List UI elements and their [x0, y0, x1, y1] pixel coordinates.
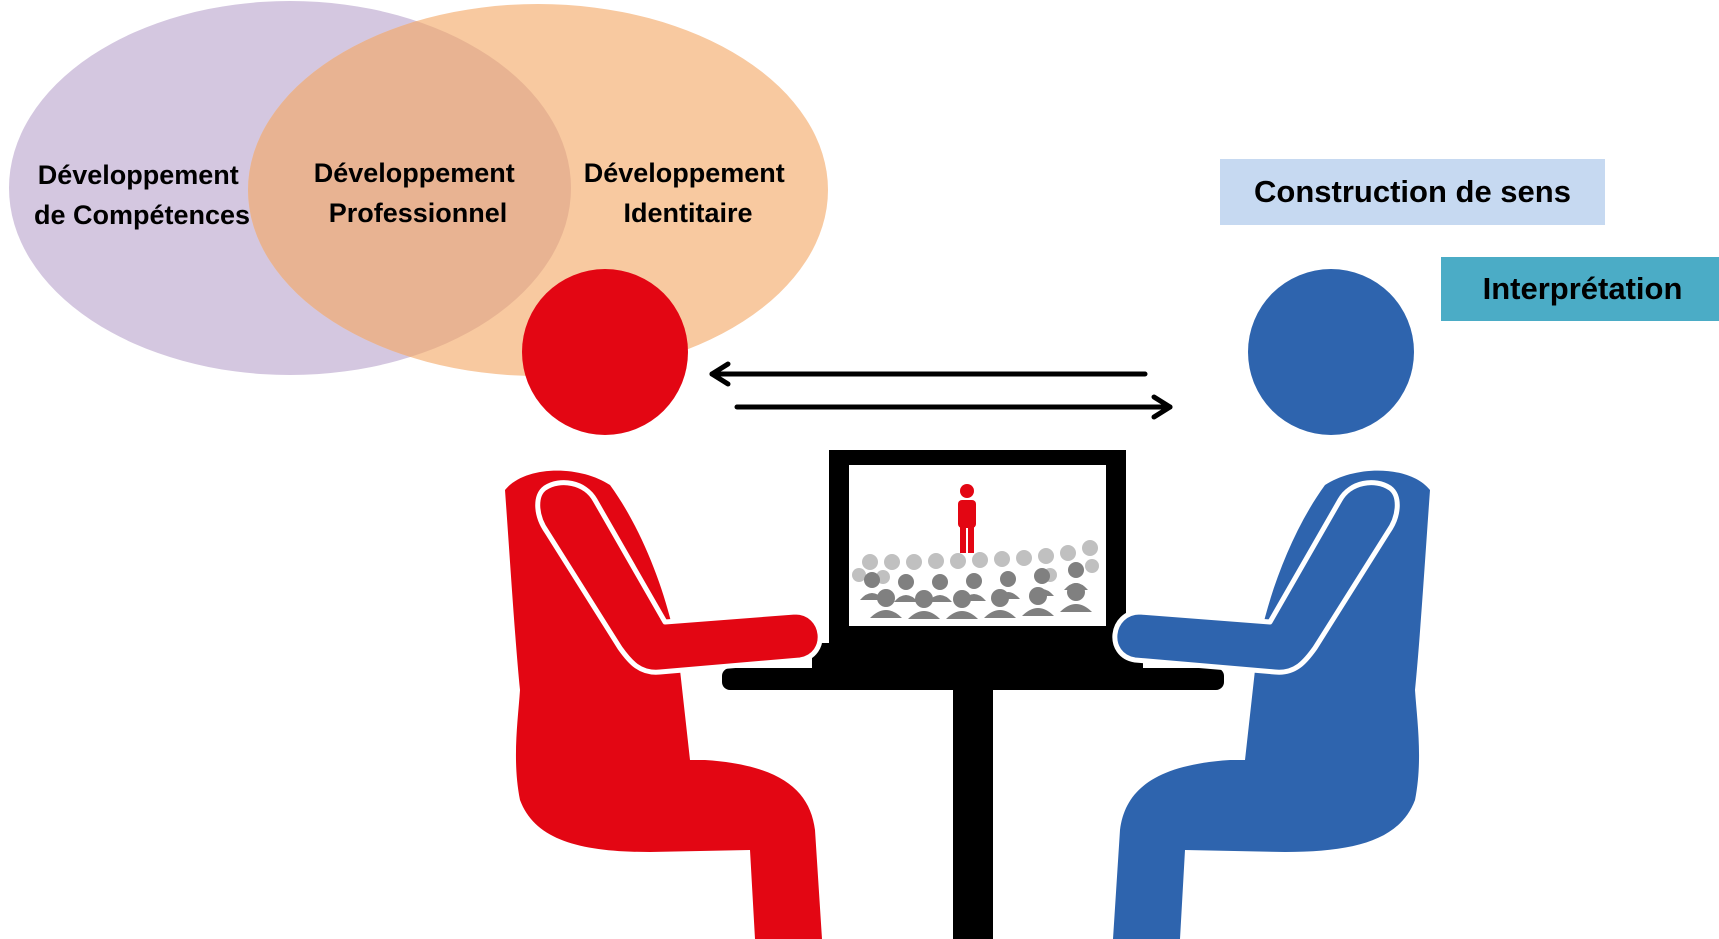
table-leg: [953, 680, 993, 939]
venn-diagram: Développement de Compétences Développeme…: [9, 1, 828, 376]
person-red-arm: [535, 480, 823, 675]
laptop-base: [812, 643, 1143, 668]
person-blue-icon: [1112, 269, 1430, 939]
person-blue-arm: [1112, 480, 1400, 675]
person-blue-head: [1248, 269, 1414, 435]
person-red-icon: [505, 269, 823, 939]
venn-competences-label: Développement de Compétences: [34, 160, 250, 230]
interpretation-label: Interprétation: [1441, 257, 1719, 321]
person-red-head: [522, 269, 688, 435]
arrow-right-icon: [734, 394, 1173, 420]
presenter-icon: [958, 484, 976, 553]
construction-de-sens-text: Construction de sens: [1254, 174, 1571, 209]
construction-de-sens-label: Construction de sens: [1220, 159, 1605, 225]
audience-icon: [852, 540, 1099, 619]
arrow-left-icon: [709, 361, 1148, 387]
venn-professionnel-overlap: [248, 4, 571, 375]
table-top: [722, 668, 1224, 690]
venn-identitaire-label: Développement Identitaire: [584, 158, 793, 228]
venn-professionnel-label: Développement Professionnel: [314, 158, 523, 228]
exchange-arrows: [709, 361, 1173, 420]
table: [722, 668, 1224, 939]
laptop-icon: [812, 450, 1143, 668]
interpretation-text: Interprétation: [1482, 271, 1683, 306]
